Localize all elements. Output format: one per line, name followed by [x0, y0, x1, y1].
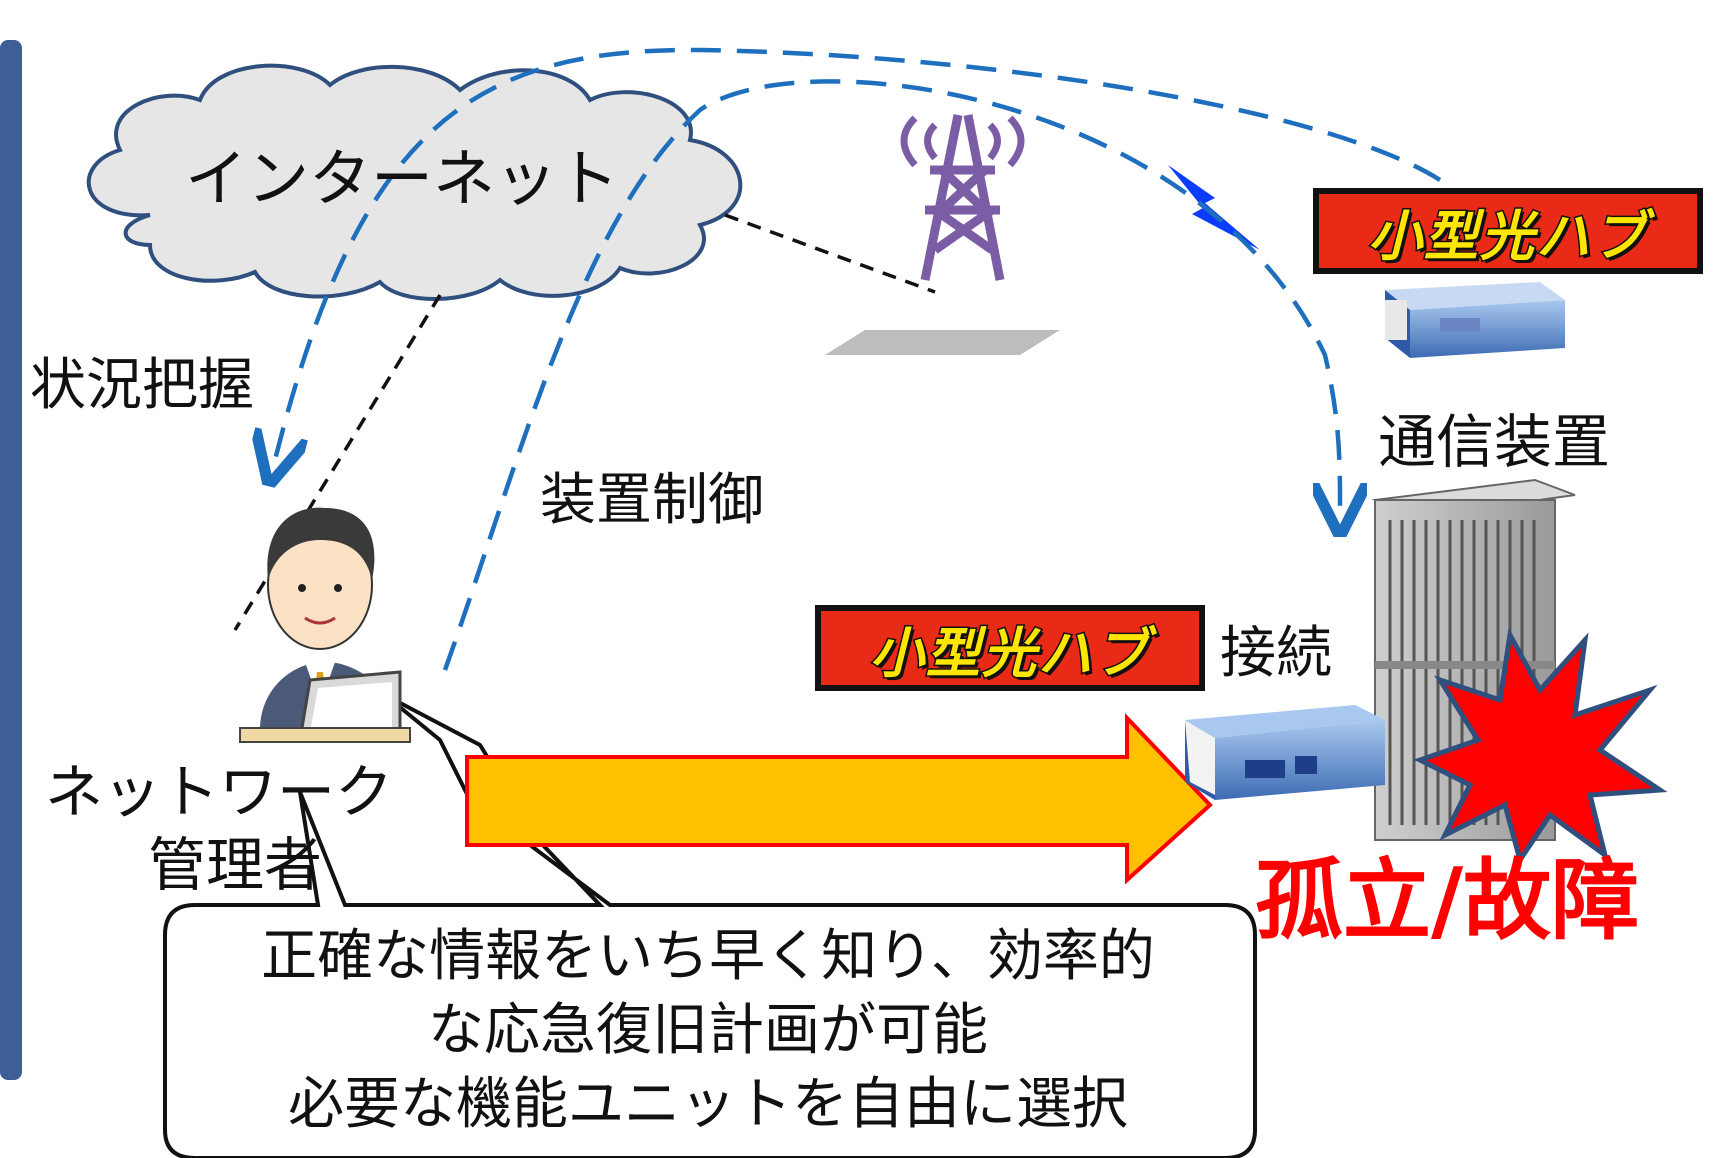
- connection-arrow: [465, 713, 1213, 885]
- failure-label: 孤立/故障: [1255, 849, 1640, 952]
- internet-cloud: [86, 63, 743, 301]
- status-link: [275, 47, 1442, 460]
- connect-label: 接続: [1220, 621, 1332, 686]
- cloud-to-admin-link: [233, 294, 442, 631]
- callout-line-1: 正確な情報をいち早く知り、効率的: [261, 924, 1155, 989]
- status-label: 状況把握: [30, 353, 254, 418]
- hub-badge-remote: 小型光ハブ: [1313, 188, 1703, 274]
- callout-line-2: な応急復旧計画が可能: [428, 998, 988, 1063]
- control-label: 装置制御: [540, 468, 764, 533]
- admin-label-line2: 管理者: [148, 831, 323, 899]
- control-link: [442, 79, 1340, 671]
- radio-tower-icon: [825, 114, 1060, 355]
- hub-badge-main-label: 小型光ハブ: [869, 620, 1150, 686]
- callout-line-3: 必要な機能ユニットを自由に選択: [288, 1072, 1128, 1137]
- hub-badge-main: 小型光ハブ: [815, 605, 1205, 691]
- admin-label-line1: ネットワーク: [45, 758, 394, 826]
- failure-burst-icon: [1413, 627, 1668, 866]
- comm-device-label: 通信装置: [1378, 408, 1611, 476]
- sidebar-bar: [0, 40, 22, 1080]
- cloud-to-tower-link: [724, 213, 936, 294]
- wireless-signal-icon: [1168, 165, 1260, 250]
- network-admin-figure: [239, 507, 411, 743]
- optical-hub-device-remote: [1385, 282, 1565, 358]
- callout-text: 正確な情報をいち早く知り、効率的 な応急復旧計画が可能 必要な機能ユニットを自由…: [168, 920, 1248, 1142]
- hub-badge-remote-label: 小型光ハブ: [1367, 203, 1648, 269]
- internet-label: インターネット: [185, 142, 620, 215]
- optical-hub-device-main: [1185, 705, 1385, 800]
